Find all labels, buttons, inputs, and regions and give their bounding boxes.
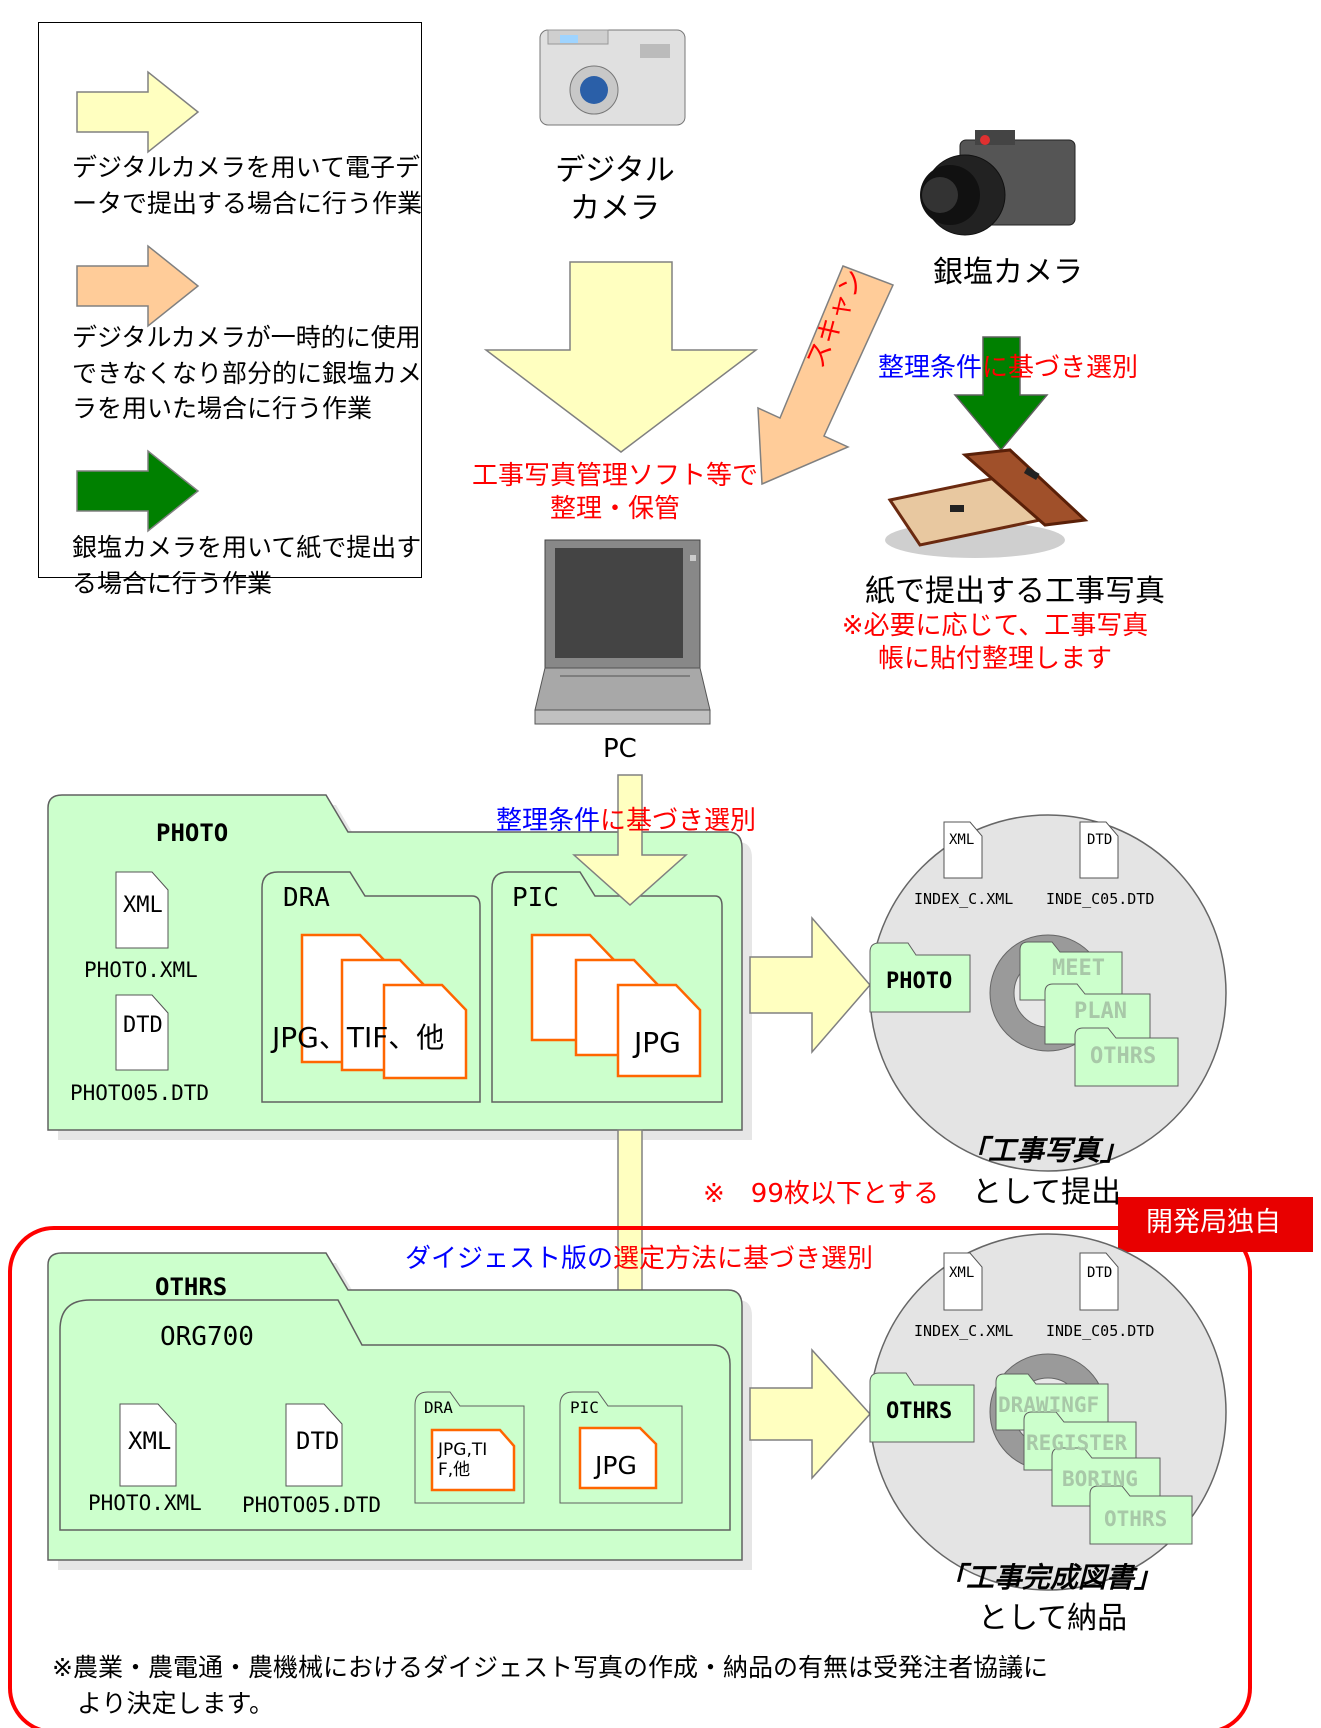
disc-othrs-folder <box>1074 1027 1179 1087</box>
disc-plan-folder <box>1044 983 1151 1045</box>
othrs-folder-label: OTHRS <box>155 1273 228 1301</box>
delivery-title: 「工事完成図書」 <box>938 1561 1163 1594</box>
digest-select-label: ダイジェスト版の選定方法に基づき選別 <box>405 1244 874 1274</box>
dtd-icon-label: DTD <box>123 1013 163 1038</box>
xml-icon-label: XML <box>123 893 163 918</box>
org-dtd-name: PHOTO05.DTD <box>242 1493 382 1517</box>
disc-photo-folder <box>869 942 971 1013</box>
film-camera-icon <box>920 130 1076 236</box>
manage-label: 工事写真管理ソフト等で 整理・保管 <box>471 461 758 525</box>
photo-album-icon <box>885 448 1089 558</box>
badge-box <box>1118 1197 1313 1252</box>
pic-folder-label: PIC <box>512 883 559 913</box>
disc-dtd-icon <box>1079 821 1119 879</box>
pic-files-label: JPG <box>634 1026 681 1059</box>
dra-files-label: JPG、TIF、他 <box>272 1021 445 1054</box>
disc-xml-icon-label: XML <box>949 832 975 848</box>
org-dtd-icon-label: DTD <box>296 1427 340 1455</box>
disc-plan-label: PLAN <box>1074 999 1127 1024</box>
org-pic-label: PIC <box>570 1398 599 1417</box>
org-dra-label: DRA <box>424 1398 453 1417</box>
org700-folder-label: ORG700 <box>160 1322 254 1352</box>
disc2-dtd-name: INDE_C05.DTD <box>1046 1322 1155 1340</box>
disc-dtd-icon-label: DTD <box>1087 832 1113 848</box>
disc2-xml-icon-label: XML <box>949 1265 975 1281</box>
photo-folder-label: PHOTO <box>156 819 229 847</box>
disc2-drawingf-label: DRAWINGF <box>998 1393 1100 1417</box>
paper-title: 紙で提出する工事写真 <box>865 574 1165 609</box>
delivery-sub: として納品 <box>978 1601 1128 1636</box>
org-dtd-file-icon <box>285 1403 343 1487</box>
disc-dtd-name: INDE_C05.DTD <box>1046 890 1155 908</box>
film-select-arrow <box>953 336 1049 452</box>
disc2-othrs-folder <box>869 1372 975 1443</box>
limit-note: ※ 99枚以下とする <box>703 1179 940 1209</box>
disc-othrs-label: OTHRS <box>1090 1044 1157 1069</box>
photo-xml-name: PHOTO.XML <box>84 958 198 982</box>
legend-arrow-partial <box>76 244 200 328</box>
dtd-file-icon <box>115 994 169 1071</box>
legend-arrow-digital <box>76 70 200 154</box>
org-dra-doc <box>430 1428 516 1492</box>
disc2-dtd-icon <box>1079 1252 1119 1311</box>
disc-xml-icon <box>943 821 983 879</box>
pic-doc-stack <box>530 933 702 1078</box>
org-xml-file-icon <box>119 1403 177 1487</box>
org-dra-files: JPG,TI F,他 <box>438 1440 488 1481</box>
digital-to-pc-arrow <box>483 261 759 453</box>
pc-label: PC <box>603 734 637 764</box>
legend-arrow-film <box>76 449 200 533</box>
pc-to-pic-arrow <box>572 774 688 907</box>
digital-camera-icon <box>539 29 686 126</box>
submit-sub: として提出 <box>972 1175 1122 1210</box>
org-xml-name: PHOTO.XML <box>88 1491 202 1515</box>
org-pic-doc <box>578 1426 658 1490</box>
othrs-to-disc-arrow <box>749 1348 872 1480</box>
disc2-boring-folder <box>1051 1447 1161 1507</box>
disc2-xml-name: INDEX_C.XML <box>914 1322 1014 1340</box>
disc2-othrs-label: OTHRS <box>886 1399 953 1424</box>
disc2-othrs2-label: OTHRS <box>1104 1507 1168 1531</box>
film-camera-label: 銀塩カメラ <box>933 255 1083 290</box>
dra-doc-stack <box>300 933 468 1080</box>
disc-photo-label: PHOTO <box>886 969 953 994</box>
legend-partial-text: デジタルカメラが一時的に使用 できなくなり部分的に銀塩カメ ラを用いた場合に行う… <box>72 323 423 423</box>
legend-film-text: 銀塩カメラを用いて紙で提出す る場合に行う作業 <box>72 533 422 598</box>
disc-meet-label: MEET <box>1052 956 1105 981</box>
paper-note: ※必要に応じて、工事写真 帳に貼付整理します <box>841 611 1149 675</box>
disc-meet-folder <box>1019 941 1123 1001</box>
badge-label: 開発局独自 <box>1146 1207 1281 1238</box>
disc-xml-name: INDEX_C.XML <box>914 890 1014 908</box>
photo-to-disc-arrow <box>749 915 871 1055</box>
submit-title: 「工事写真」 <box>960 1134 1129 1167</box>
disc2-boring-label: BORING <box>1062 1467 1138 1491</box>
film-select-label: 整理条件に基づき選別 <box>878 353 1139 383</box>
digital-camera-label: デジタル カメラ <box>555 153 675 227</box>
org-xml-icon-label: XML <box>128 1427 172 1455</box>
disc2-drawingf-folder <box>995 1373 1109 1431</box>
dra-folder-label: DRA <box>283 883 330 913</box>
org-pic-files: JPG <box>595 1451 637 1480</box>
footnote: ※農業・農電通・農機械におけるダイジェスト写真の作成・納品の有無は受発注者協議に… <box>52 1653 1048 1719</box>
hokkaido-frame <box>8 1226 1252 1728</box>
middle-select-label: 整理条件に基づき選別 <box>496 806 757 836</box>
legend-digital-text: デジタルカメラを用いて電子デ ータで提出する場合に行う作業 <box>72 153 423 218</box>
pc-icon <box>534 539 711 725</box>
disc2-othrs2-folder <box>1089 1485 1193 1545</box>
disc2-xml-icon <box>943 1252 983 1311</box>
xml-file-icon <box>115 871 169 949</box>
disc2-register-label: REGISTER <box>1026 1431 1128 1455</box>
disc2-dtd-icon-label: DTD <box>1087 1265 1113 1281</box>
scan-arrow <box>757 265 895 486</box>
photo-dtd-name: PHOTO05.DTD <box>70 1081 210 1105</box>
